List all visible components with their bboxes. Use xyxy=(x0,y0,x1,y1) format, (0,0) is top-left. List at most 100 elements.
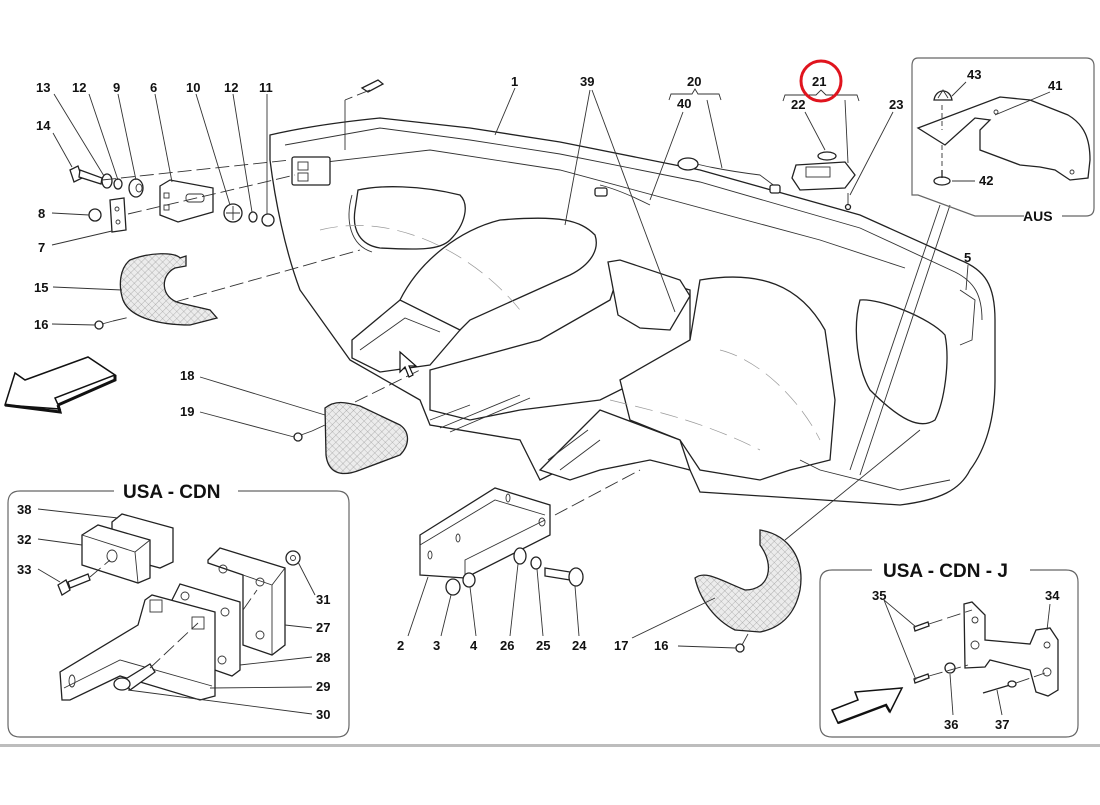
callout-20[interactable]: 20 xyxy=(687,74,701,89)
callout-30[interactable]: 30 xyxy=(316,707,330,722)
callout-8[interactable]: 8 xyxy=(38,206,45,221)
part-9-spacer[interactable] xyxy=(128,178,144,198)
callout-25[interactable]: 25 xyxy=(536,638,550,653)
callout-16[interactable]: 16 xyxy=(34,317,48,332)
part-25-washer[interactable] xyxy=(530,556,542,570)
highlight-circle-21 xyxy=(799,59,843,103)
wiring-harness[interactable] xyxy=(594,157,781,206)
callout-32[interactable]: 32 xyxy=(17,532,31,547)
part-30-pin[interactable] xyxy=(113,663,156,691)
callout-26[interactable]: 26 xyxy=(500,638,514,653)
callout-24[interactable]: 24 xyxy=(572,638,587,653)
inset-aus-title: AUS xyxy=(1023,208,1053,224)
bumper-cover[interactable] xyxy=(269,117,996,506)
callout-4[interactable]: 4 xyxy=(470,638,478,653)
callout-15[interactable]: 15 xyxy=(34,280,48,295)
part-17-grille[interactable] xyxy=(694,529,802,633)
callout-2[interactable]: 2 xyxy=(397,638,404,653)
part-27-block[interactable] xyxy=(207,547,286,656)
part-24-bolt[interactable] xyxy=(544,567,584,587)
callout-29[interactable]: 29 xyxy=(316,679,330,694)
part-31-washer[interactable] xyxy=(285,550,301,566)
part-36-nut[interactable] xyxy=(944,662,956,674)
part-33-bolt[interactable] xyxy=(57,573,91,596)
part-13-washer[interactable] xyxy=(101,173,113,189)
callout-6[interactable]: 6 xyxy=(150,80,157,95)
mouse-cursor xyxy=(399,350,418,378)
leader-lines xyxy=(51,87,969,649)
inset-usa-cdn-j-title: USA - CDN - J xyxy=(883,561,1008,582)
callout-13[interactable]: 13 xyxy=(36,80,50,95)
brace-21 xyxy=(782,89,860,102)
part-34-plate[interactable] xyxy=(963,601,1059,697)
part-7-plate[interactable] xyxy=(109,197,127,233)
front-direction-arrow xyxy=(4,356,117,414)
inset-usa-cdn-title: USA - CDN xyxy=(123,482,220,503)
brace-20 xyxy=(668,88,722,101)
top-bolt[interactable] xyxy=(344,79,385,150)
callout-7[interactable]: 7 xyxy=(38,240,45,255)
part-15-grille[interactable] xyxy=(119,253,219,326)
callout-18[interactable]: 18 xyxy=(180,368,194,383)
inset-direction-arrow xyxy=(830,687,904,725)
callout-37[interactable]: 37 xyxy=(995,717,1009,732)
callout-10[interactable]: 10 xyxy=(186,80,200,95)
callout-36[interactable]: 36 xyxy=(944,717,958,732)
callout-35[interactable]: 35 xyxy=(872,588,886,603)
part-42-fastener[interactable] xyxy=(933,170,951,186)
part-23-screw[interactable] xyxy=(844,193,852,211)
callouts: 13 12 9 6 10 12 11 14 8 7 15 16 18 19 1 … xyxy=(34,74,971,653)
callout-40[interactable]: 40 xyxy=(677,96,691,111)
callout-5[interactable]: 5 xyxy=(964,250,971,265)
callout-21[interactable]: 21 xyxy=(812,74,826,89)
callout-12[interactable]: 12 xyxy=(72,80,86,95)
part-12-washer-left[interactable] xyxy=(113,178,123,190)
callout-11[interactable]: 11 xyxy=(259,80,273,95)
callout-41[interactable]: 41 xyxy=(1048,78,1062,93)
part-4-washer[interactable] xyxy=(462,572,476,588)
callout-23[interactable]: 23 xyxy=(889,97,903,112)
part-11-nut[interactable] xyxy=(261,213,275,227)
callout-43[interactable]: 43 xyxy=(967,67,981,82)
callout-17[interactable]: 17 xyxy=(614,638,628,653)
part-16-screw-left[interactable] xyxy=(94,320,114,330)
part-26-washer[interactable] xyxy=(513,547,527,565)
callout-28[interactable]: 28 xyxy=(316,650,330,665)
part-3-nut[interactable] xyxy=(445,578,461,596)
part-32-block[interactable] xyxy=(81,524,151,584)
part-35-screw-bottom[interactable] xyxy=(913,673,930,684)
callout-39[interactable]: 39 xyxy=(580,74,594,89)
part-14-bolt[interactable] xyxy=(69,165,103,185)
callout-1[interactable]: 1 xyxy=(511,74,518,89)
part-10-grommet[interactable] xyxy=(223,203,243,223)
callout-42[interactable]: 42 xyxy=(979,173,993,188)
callout-16[interactable]: 16 xyxy=(654,638,668,653)
part-16-screw-bottom[interactable] xyxy=(735,633,749,653)
inset-aus: AUS 43 41 42 xyxy=(911,57,1095,224)
callout-14[interactable]: 14 xyxy=(36,118,51,133)
callout-3[interactable]: 3 xyxy=(433,638,440,653)
callout-27[interactable]: 27 xyxy=(316,620,330,635)
callout-22[interactable]: 22 xyxy=(791,97,805,112)
part-6-bracket[interactable] xyxy=(159,179,214,223)
callout-38[interactable]: 38 xyxy=(17,502,31,517)
part-8-nut[interactable] xyxy=(88,208,102,222)
callout-33[interactable]: 33 xyxy=(17,562,31,577)
inset-usa-cdn-j: USA - CDN - J xyxy=(819,561,1079,738)
callout-12[interactable]: 12 xyxy=(224,80,238,95)
part-35-screw-top[interactable] xyxy=(913,621,930,632)
part-29-bracket[interactable] xyxy=(59,594,216,701)
part-21-sensor[interactable] xyxy=(791,151,856,191)
callout-19[interactable]: 19 xyxy=(180,404,194,419)
part-18-grille[interactable] xyxy=(324,401,409,475)
callout-34[interactable]: 34 xyxy=(1045,588,1060,603)
part-2-bracket[interactable] xyxy=(419,487,551,579)
part-37-stud[interactable] xyxy=(982,680,1017,694)
callout-9[interactable]: 9 xyxy=(113,80,120,95)
part-41-shield[interactable] xyxy=(916,96,1091,181)
part-43-clip[interactable] xyxy=(933,89,953,101)
part-12-washer-right[interactable] xyxy=(248,211,258,223)
part-19-screw[interactable] xyxy=(293,430,313,442)
bracket-clip[interactable] xyxy=(291,156,331,186)
callout-31[interactable]: 31 xyxy=(316,592,330,607)
